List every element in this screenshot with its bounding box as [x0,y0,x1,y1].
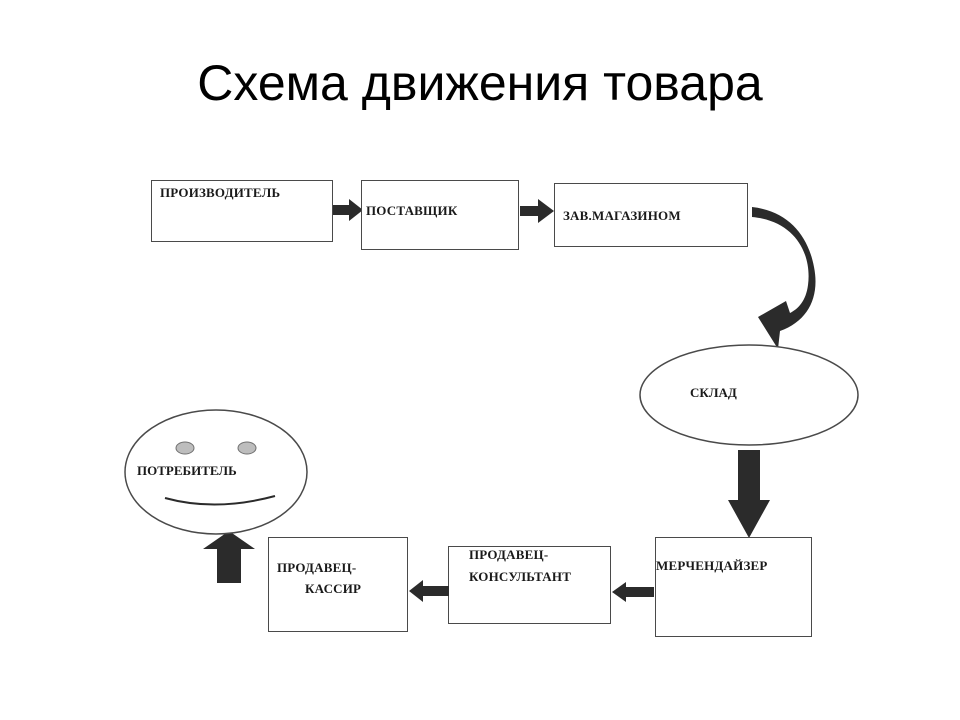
curved-arrow-store-to-warehouse [748,205,818,351]
node-manufacturer-label: ПРОИЗВОДИТЕЛЬ [160,185,281,200]
arrow-consultant-to-cashier [409,580,449,602]
node-store-manager-label: ЗАВ.МАГАЗИНОМ [563,208,681,223]
node-merchandiser-label: МЕРЧЕНДАЙЗЕР [656,558,768,573]
node-sales-cashier: ПРОДАВЕЦ- КАССИР [268,537,408,632]
node-consumer-label: ПОТРЕБИТЕЛЬ [137,463,237,478]
node-supplier-label: ПОСТАВЩИК [366,203,458,218]
arrow-supplier-to-store-manager [520,199,554,223]
page-title: Схема движения товара [197,55,763,111]
node-merchandiser: МЕРЧЕНДАЙЗЕР [655,537,812,637]
left-eye-icon [175,441,195,455]
arrow-merchandiser-to-consultant [612,582,654,602]
smile-icon [164,495,276,506]
node-sales-consultant-label-line2: КОНСУЛЬТАНТ [469,569,572,584]
arrow-warehouse-to-merchandiser [728,450,770,538]
node-sales-cashier-label-line1: ПРОДАВЕЦ- [277,560,357,575]
node-sales-consultant-label-line1: ПРОДАВЕЦ- [469,547,549,562]
node-warehouse: СКЛАД [638,343,860,447]
node-sales-cashier-label-line2: КАССИР [305,581,362,596]
node-store-manager: ЗАВ.МАГАЗИНОМ [554,183,748,247]
node-consumer: ПОТРЕБИТЕЛЬ [123,408,309,536]
right-eye-icon [237,441,257,455]
node-manufacturer: ПРОИЗВОДИТЕЛЬ [151,180,333,242]
arrow-cashier-to-consumer [203,531,255,583]
node-supplier: ПОСТАВЩИК [361,180,519,250]
node-sales-consultant: ПРОДАВЕЦ- КОНСУЛЬТАНТ [448,546,611,624]
arrow-manufacturer-to-supplier [333,199,363,221]
node-warehouse-label: СКЛАД [690,385,737,400]
